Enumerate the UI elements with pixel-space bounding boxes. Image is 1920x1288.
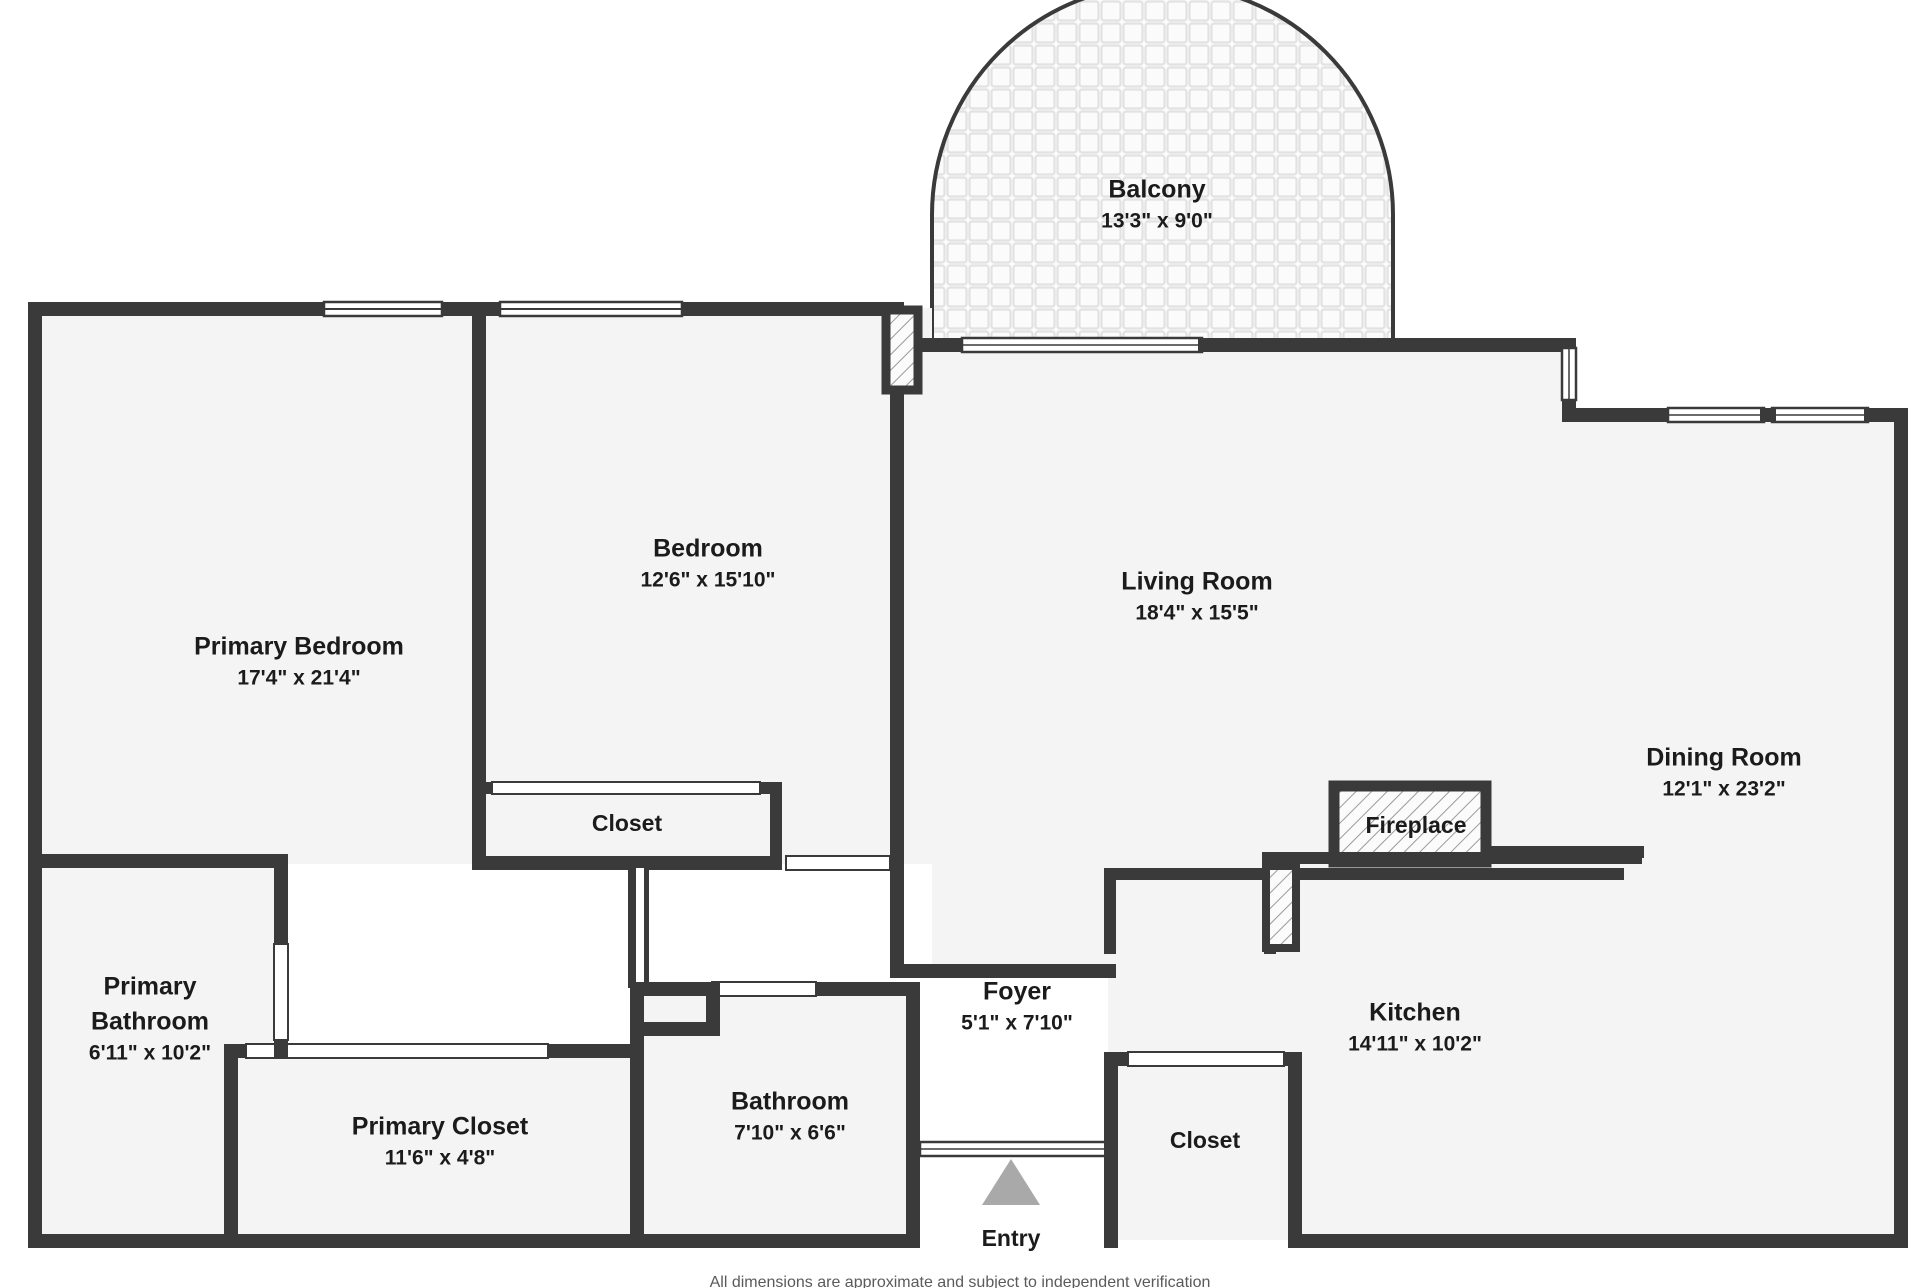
closet-bedroom-label: Closet [592, 810, 663, 836]
wall-fcloset-top-left [1104, 1052, 1128, 1066]
living-room-dimensions: 18'4" x 15'5" [1135, 602, 1258, 625]
wall-fireplace-base [1262, 852, 1502, 864]
wall-left-pb [28, 302, 42, 868]
primary-bedroom-name: Primary Bedroom [194, 633, 404, 661]
door-bedroom-bottom [785, 855, 891, 871]
counter-kitchen-left [1104, 868, 1116, 954]
dining-room-dimensions: 12'1" x 23'2" [1662, 778, 1785, 801]
column-balcony [881, 305, 923, 395]
door-primary-bathroom [273, 943, 289, 1041]
primary-bedroom-dimensions: 17'4" x 21'4" [237, 667, 360, 690]
primary-closet-floor [224, 1050, 644, 1240]
kitchen-name: Kitchen [1369, 999, 1461, 1027]
wall-lr-top-right [1198, 338, 1574, 352]
balcony-shape [930, 0, 1395, 347]
wall-pcloset-right [630, 988, 644, 1248]
primary-bathroom-name-line2: Bathroom [91, 1008, 209, 1036]
balcony-name: Balcony [1108, 176, 1205, 204]
entry-door [918, 1140, 1108, 1158]
balcony-slider-door [960, 336, 1204, 354]
room-fills [36, 308, 1908, 1240]
wall-right-outer [1894, 408, 1908, 1248]
balcony-dimensions: 13'3" x 9'0" [1101, 210, 1213, 233]
window-bedroom-top [498, 300, 684, 318]
foyer-dimensions: 5'1" x 7'10" [961, 1012, 1073, 1035]
wall-dr-top-left [1562, 408, 1672, 422]
wall-bathroom-jog-h [630, 1022, 720, 1036]
wall-fcloset-right [1288, 1052, 1302, 1248]
window-dining-top [1666, 406, 1870, 424]
door-foyer-closet [1127, 1051, 1285, 1067]
wall-lr-left [890, 338, 904, 978]
primary-bathroom-name-line1: Primary [103, 973, 196, 1001]
bedroom-floor [484, 308, 932, 864]
wall-closet-right [770, 782, 782, 868]
wall-bathroom-jog-v [706, 982, 720, 1024]
wall-hall-right-line [644, 868, 649, 988]
dining-room-name: Dining Room [1646, 744, 1802, 772]
bathroom-dimensions: 7'10" x 6'6" [734, 1122, 846, 1145]
foyer-closet-floor [1108, 1060, 1298, 1240]
foyer-name: Foyer [983, 978, 1051, 1006]
primary-bedroom-floor [36, 308, 476, 864]
column-kitchen [1262, 862, 1300, 952]
wall-dr-top-mid [1760, 408, 1776, 422]
window-lr-step [1560, 346, 1578, 402]
wall-bottom-left [28, 1234, 920, 1248]
entry-marker-group [982, 1159, 1040, 1205]
bedroom-name: Bedroom [653, 535, 763, 563]
counter-kitchen-top [1104, 868, 1624, 880]
wall-top-pb-left [28, 302, 324, 316]
bathroom-name: Bathroom [731, 1088, 849, 1116]
living-room-name: Living Room [1121, 568, 1272, 596]
wall-bottom-right [1288, 1234, 1908, 1248]
room-labels: Balcony 13'3" x 9'0" Primary Bedroom 17'4" … [194, 176, 1802, 1170]
kitchen-dimensions: 14'11" x 10'2" [1348, 1033, 1482, 1056]
closet-foyer-label: Closet [1170, 1127, 1241, 1153]
wall-top-bd-left [484, 302, 500, 316]
wall-top-bd-right [682, 302, 904, 316]
entry-label: Entry [982, 1225, 1041, 1251]
wall-bathroom-right [906, 982, 920, 1248]
wall-divider-pb-bd [472, 302, 486, 868]
foyer-floor [918, 975, 1108, 1155]
door-bathroom [711, 981, 817, 997]
primary-closet-name: Primary Closet [352, 1113, 529, 1141]
footer-disclaimer: All dimensions are approximate and subje… [710, 1274, 1211, 1288]
wall-fireplace-right [1486, 852, 1642, 864]
walls [28, 300, 1908, 1248]
bedroom-dimensions: 12'6" x 15'10" [640, 569, 775, 592]
wall-hall-left-line [628, 868, 633, 988]
balcony-region [930, 0, 1395, 347]
wall-fcloset-left [1104, 1052, 1118, 1248]
primary-bathroom-dimensions: 6'11" x 10'2" [89, 1042, 211, 1065]
door-bedroom-closet [491, 781, 761, 795]
primary-closet-dimensions: 11'6" x 4'8" [385, 1147, 496, 1170]
entry-arrow-icon [982, 1159, 1040, 1205]
window-primary-bedroom-top [322, 300, 444, 318]
wall-foyer-top [890, 964, 1116, 978]
wall-closet-bottom [472, 856, 782, 870]
fireplace-label: Fireplace [1366, 812, 1467, 838]
wall-left-pbath [28, 858, 42, 1248]
wall-pcloset-top-right [548, 1044, 644, 1058]
hall-opening [636, 868, 644, 988]
wall-pcloset-left [224, 1044, 238, 1248]
bedroom-closet-floor [484, 790, 772, 860]
wall-bottom-pb [28, 854, 288, 868]
door-primary-closet [245, 1043, 549, 1059]
